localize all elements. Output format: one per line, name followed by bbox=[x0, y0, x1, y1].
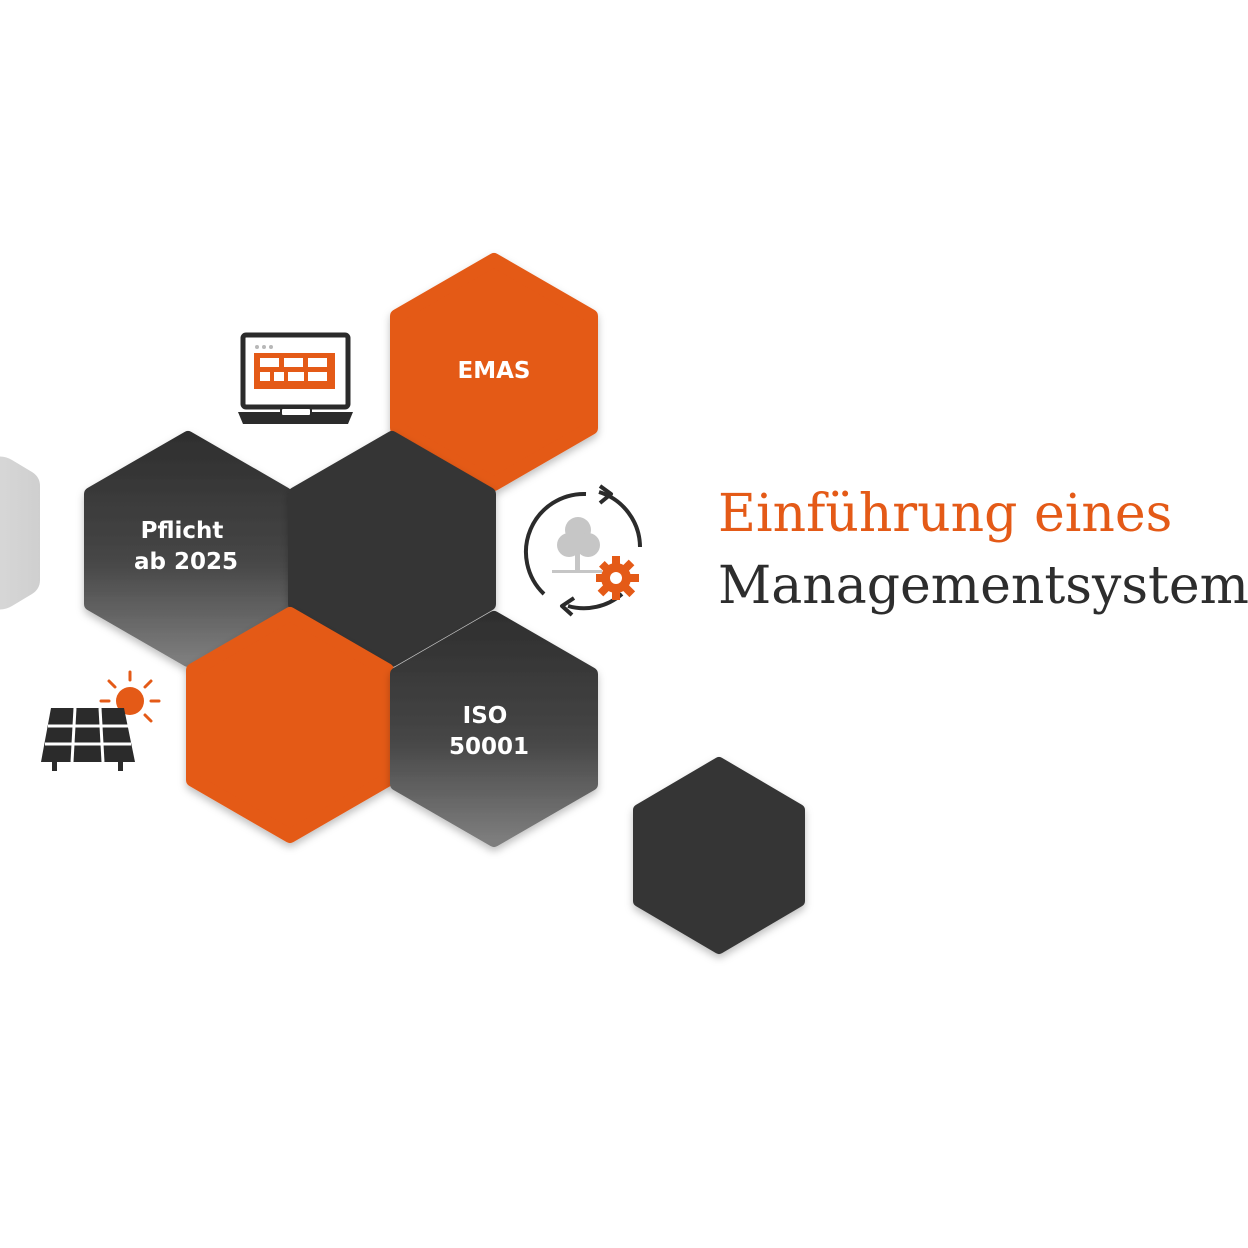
headline-line1: Einführung eines bbox=[718, 484, 1173, 544]
laptop-icon bbox=[238, 332, 353, 424]
label-pflicht: Pflicht ab 2025 bbox=[134, 518, 238, 575]
hex-pflicht bbox=[84, 431, 292, 667]
label-iso-line2: 50001 bbox=[449, 734, 529, 760]
hex-center-dark bbox=[288, 431, 496, 667]
solar-panel-icon bbox=[41, 670, 161, 771]
hex-light-gray bbox=[0, 456, 40, 610]
label-pflicht-line1: Pflicht bbox=[141, 518, 224, 544]
label-emas: EMAS bbox=[458, 358, 531, 384]
sustainability-cycle-icon bbox=[523, 484, 642, 617]
label-emas-line1: EMAS bbox=[458, 358, 531, 384]
hex-lower-orange bbox=[186, 607, 394, 843]
headline-line2: Managementsystem bbox=[718, 556, 1248, 616]
label-iso: ISO 50001 bbox=[449, 703, 529, 760]
gear-icon bbox=[596, 556, 639, 600]
hex-emas bbox=[390, 253, 598, 491]
hex-iso bbox=[390, 611, 598, 847]
label-pflicht-line2: ab 2025 bbox=[134, 549, 238, 575]
hex-lower-right-dark bbox=[633, 757, 805, 954]
label-iso-line1: ISO bbox=[463, 703, 508, 729]
headline: Einführung eines Managementsystem bbox=[718, 478, 1248, 628]
